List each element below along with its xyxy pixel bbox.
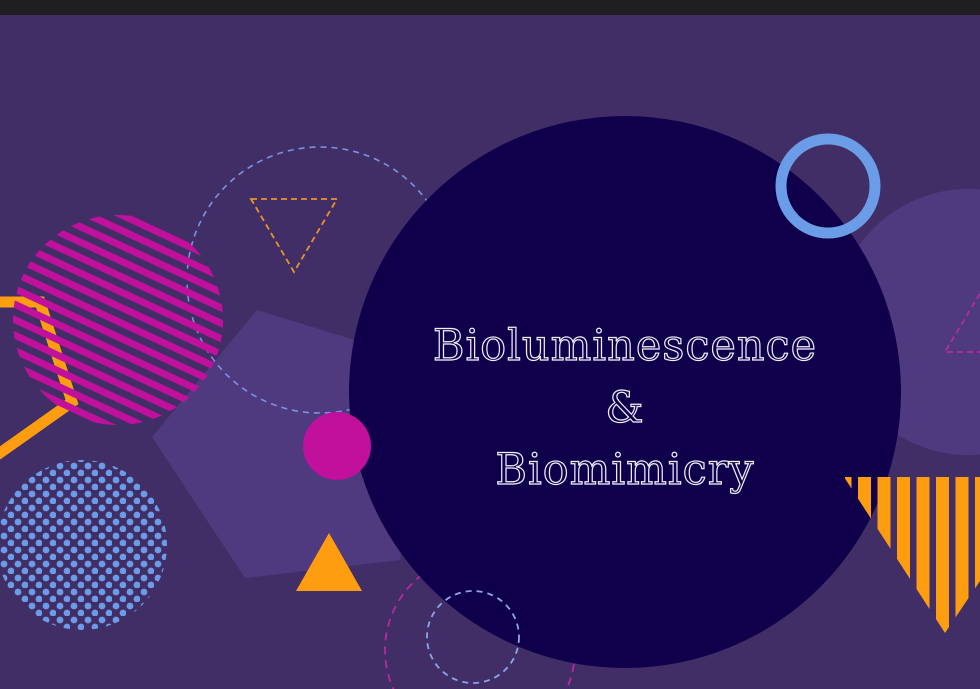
dashed-magenta-triangle [943,291,980,353]
magenta-striped-circle [13,215,223,425]
navy-circle [349,116,901,668]
title-line-1: Bioluminescence [432,320,818,371]
blue-ring [775,133,881,239]
blue-dotted-circle [0,460,167,630]
orange-triangle [296,533,362,591]
dashed-small-blue-circle [426,590,520,684]
title-line-2: Biomimicry [495,444,755,495]
dashed-orange-triangle [249,198,339,274]
orange-striped-triangle [845,477,980,633]
title-ampersand: & [605,382,645,433]
title-slide: Bioluminescence & Biomimicry [0,15,980,689]
slide-background-art [0,116,980,689]
slide-title: Bioluminescence & Biomimicry [350,315,900,501]
window-top-bar [0,0,980,15]
magenta-dot [303,412,371,480]
